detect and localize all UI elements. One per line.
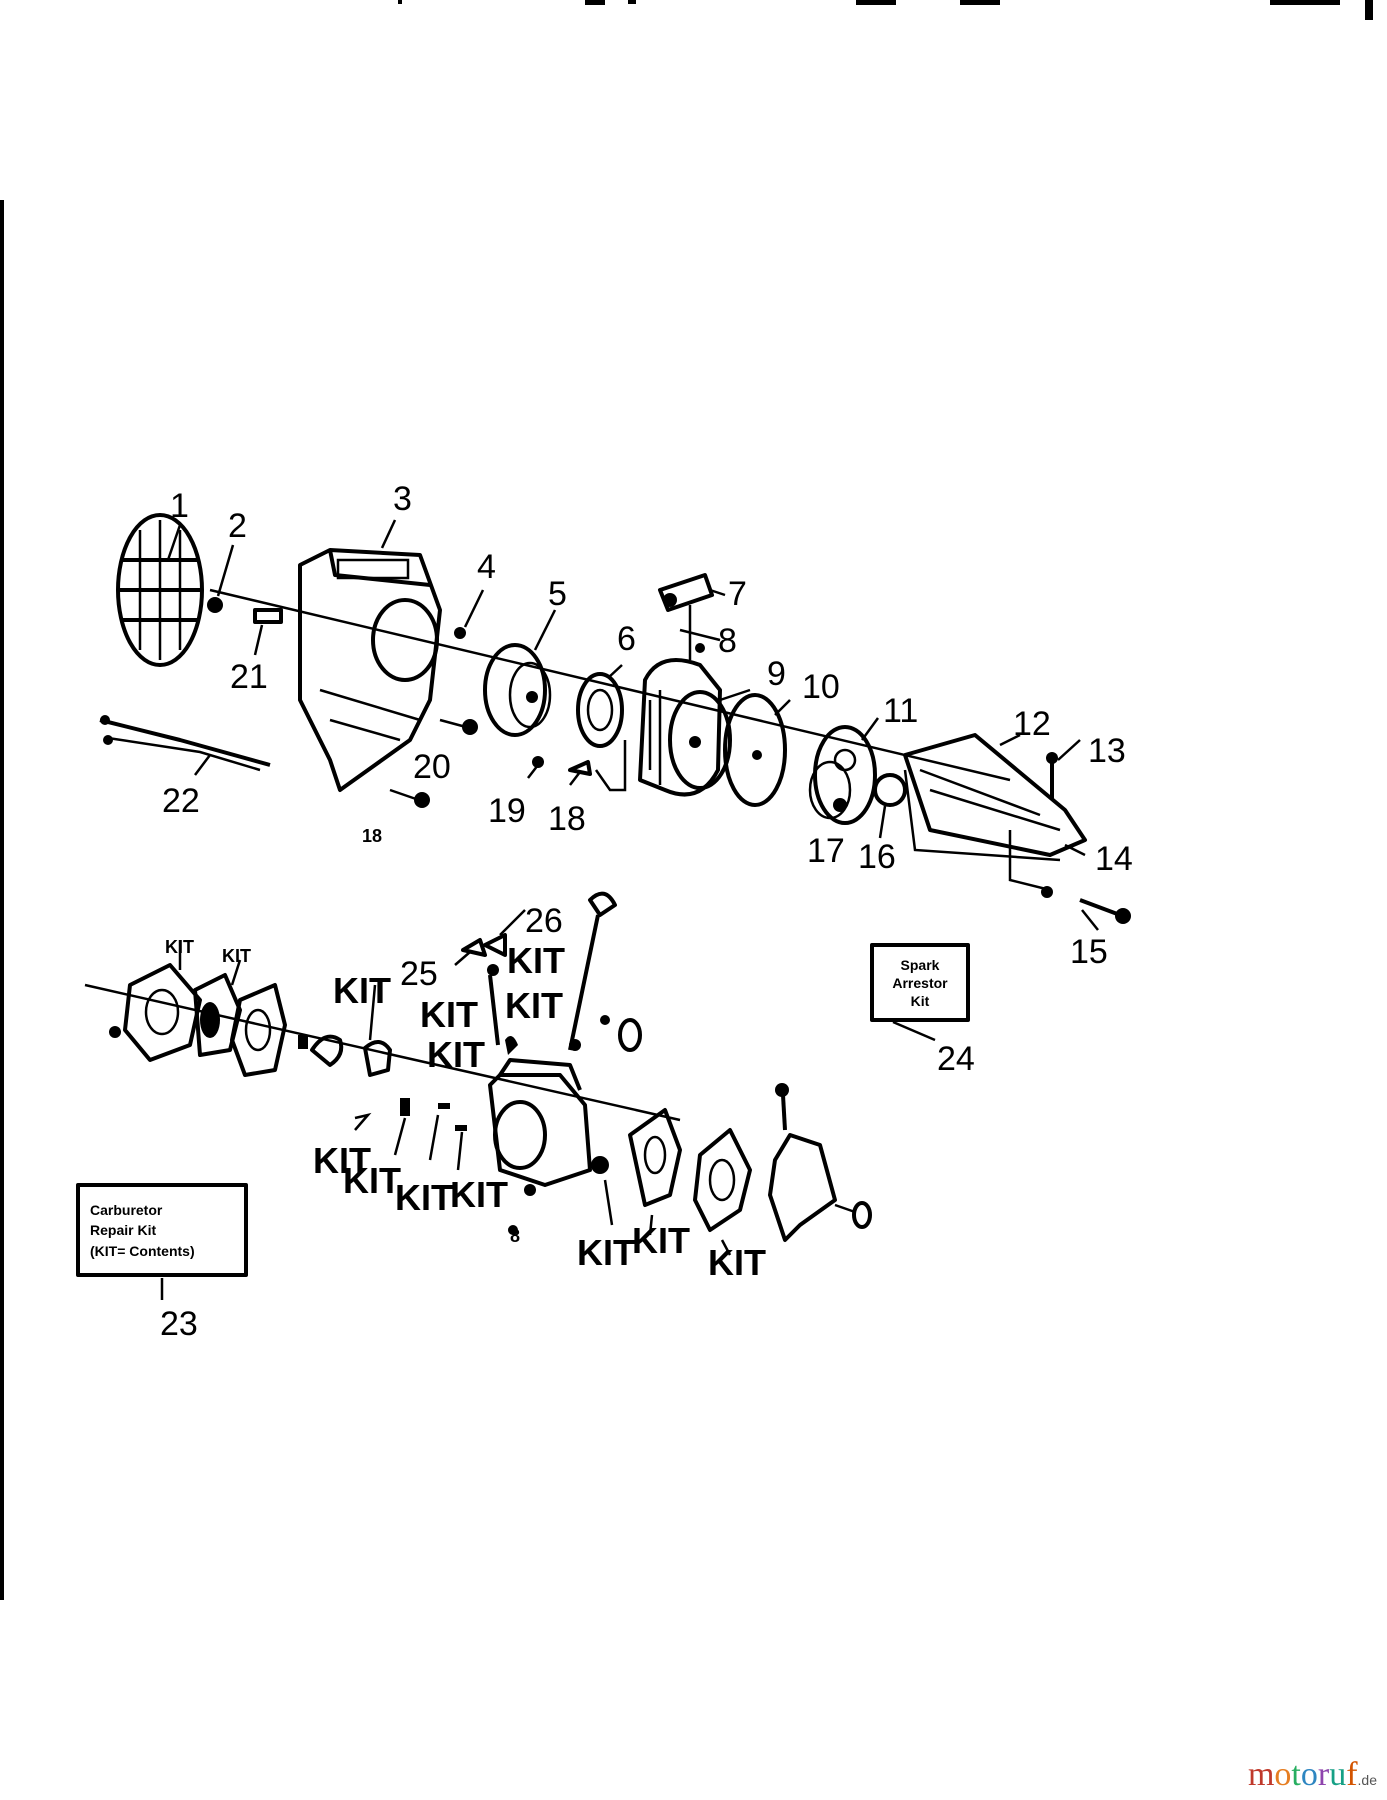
starter-housing-part xyxy=(638,658,732,797)
callout-20: 20 xyxy=(413,748,451,786)
callout-21: 21 xyxy=(230,658,268,696)
pawl-assembly-part xyxy=(808,725,877,825)
kit-label: KIT xyxy=(505,985,563,1026)
kit-label: KIT xyxy=(313,1140,371,1181)
assembly-axis xyxy=(209,588,1011,782)
callout-5: 5 xyxy=(548,575,567,613)
top-edge-marks xyxy=(0,0,1373,1600)
kit-label: KIT xyxy=(632,1220,690,1261)
spring-part xyxy=(576,672,624,748)
flywheel-part xyxy=(116,513,204,667)
kit-label: KIT xyxy=(222,946,251,966)
logo-suffix: .de xyxy=(1357,1772,1377,1788)
spark-box-line3: Kit xyxy=(911,993,930,1009)
ignition-wire-part xyxy=(99,715,271,772)
carb-cover-part xyxy=(230,983,287,1077)
starter-handle-part xyxy=(658,573,714,660)
callout-22: 22 xyxy=(162,782,200,820)
kit-label: KIT xyxy=(420,994,478,1035)
muffler-shield-part xyxy=(903,733,1087,862)
callout-15: 15 xyxy=(1070,933,1108,971)
kit-label: KIT xyxy=(577,1232,635,1273)
callout-7: 7 xyxy=(728,575,747,613)
callout-11: 11 xyxy=(883,692,918,730)
callout-18: 18 xyxy=(548,800,586,838)
kit-label: KIT xyxy=(165,937,194,957)
carb-end-cover-part xyxy=(768,1083,872,1242)
carb-box-line2: Repair Kit xyxy=(90,1222,156,1238)
washer-part xyxy=(723,693,787,807)
callout-2: 2 xyxy=(228,507,247,545)
throttle-lever-part xyxy=(568,891,617,1051)
spark-box-line1: Spark xyxy=(901,957,940,973)
callout-1: 1 xyxy=(170,487,189,525)
kit-label: KIT xyxy=(427,1034,485,1075)
logo-letter: r xyxy=(1317,1756,1330,1793)
callout-4: 4 xyxy=(477,548,496,586)
carb-repair-box: Carburetor Repair Kit (KIT= Contents) xyxy=(76,1183,248,1277)
kit-label: KIT xyxy=(708,1242,766,1283)
pulley-part xyxy=(483,643,552,737)
carb-pump-part xyxy=(693,1128,752,1232)
key-part xyxy=(253,608,283,624)
kit-label: KIT xyxy=(343,1160,401,1201)
carb-box-line1: Carburetor xyxy=(90,1202,163,1218)
logo-letter: u xyxy=(1329,1756,1347,1793)
callout-23: 23 xyxy=(160,1305,198,1343)
callout-10: 10 xyxy=(802,668,840,706)
nut-part xyxy=(207,597,223,613)
callout-numbers: 1 2 3 4 5 6 7 8 9 10 11 12 13 14 15 16 1… xyxy=(160,480,1133,1343)
callout-8-small: 8 xyxy=(510,1226,520,1246)
kit-label: KIT xyxy=(507,940,565,981)
callout-16: 16 xyxy=(858,838,896,876)
logo-letter: o xyxy=(1274,1756,1292,1793)
housing-part xyxy=(298,548,442,792)
carb-gasket-part xyxy=(109,963,202,1062)
callout-18-small: 18 xyxy=(362,826,382,846)
callout-25: 25 xyxy=(400,955,438,993)
logo-letter: o xyxy=(1300,1756,1318,1793)
callout-12: 12 xyxy=(1013,705,1051,743)
callout-8: 8 xyxy=(718,622,737,660)
kit-label: KIT xyxy=(395,1177,453,1218)
callout-13: 13 xyxy=(1088,732,1126,770)
carb-plate-part xyxy=(628,1108,682,1207)
motoruf-logo: motoruf.de xyxy=(1248,1758,1377,1792)
callout-19: 19 xyxy=(488,792,526,830)
logo-letter: f xyxy=(1346,1756,1358,1793)
logo-letter: m xyxy=(1247,1756,1275,1793)
carb-box-line3: (KIT= Contents) xyxy=(90,1243,195,1259)
spark-box-line2: Arrestor xyxy=(892,975,948,991)
callout-17: 17 xyxy=(807,832,845,870)
callout-9: 9 xyxy=(767,655,786,693)
logo-letter: t xyxy=(1291,1756,1301,1793)
callout-24: 24 xyxy=(937,1040,975,1078)
carburetor-body-part xyxy=(488,1058,592,1196)
callout-3: 3 xyxy=(393,480,412,518)
callout-14: 14 xyxy=(1095,840,1133,878)
logo-brand: motoruf xyxy=(1248,1756,1358,1793)
callout-26: 26 xyxy=(525,902,563,940)
kit-label: KIT xyxy=(333,970,391,1011)
callout-6: 6 xyxy=(617,620,636,658)
kit-label: KIT xyxy=(450,1174,508,1215)
spark-arrestor-box: Spark Arrestor Kit xyxy=(870,943,970,1022)
kit-labels: KIT KIT KIT KIT KIT KIT KIT KIT KIT KIT … xyxy=(165,937,766,1283)
